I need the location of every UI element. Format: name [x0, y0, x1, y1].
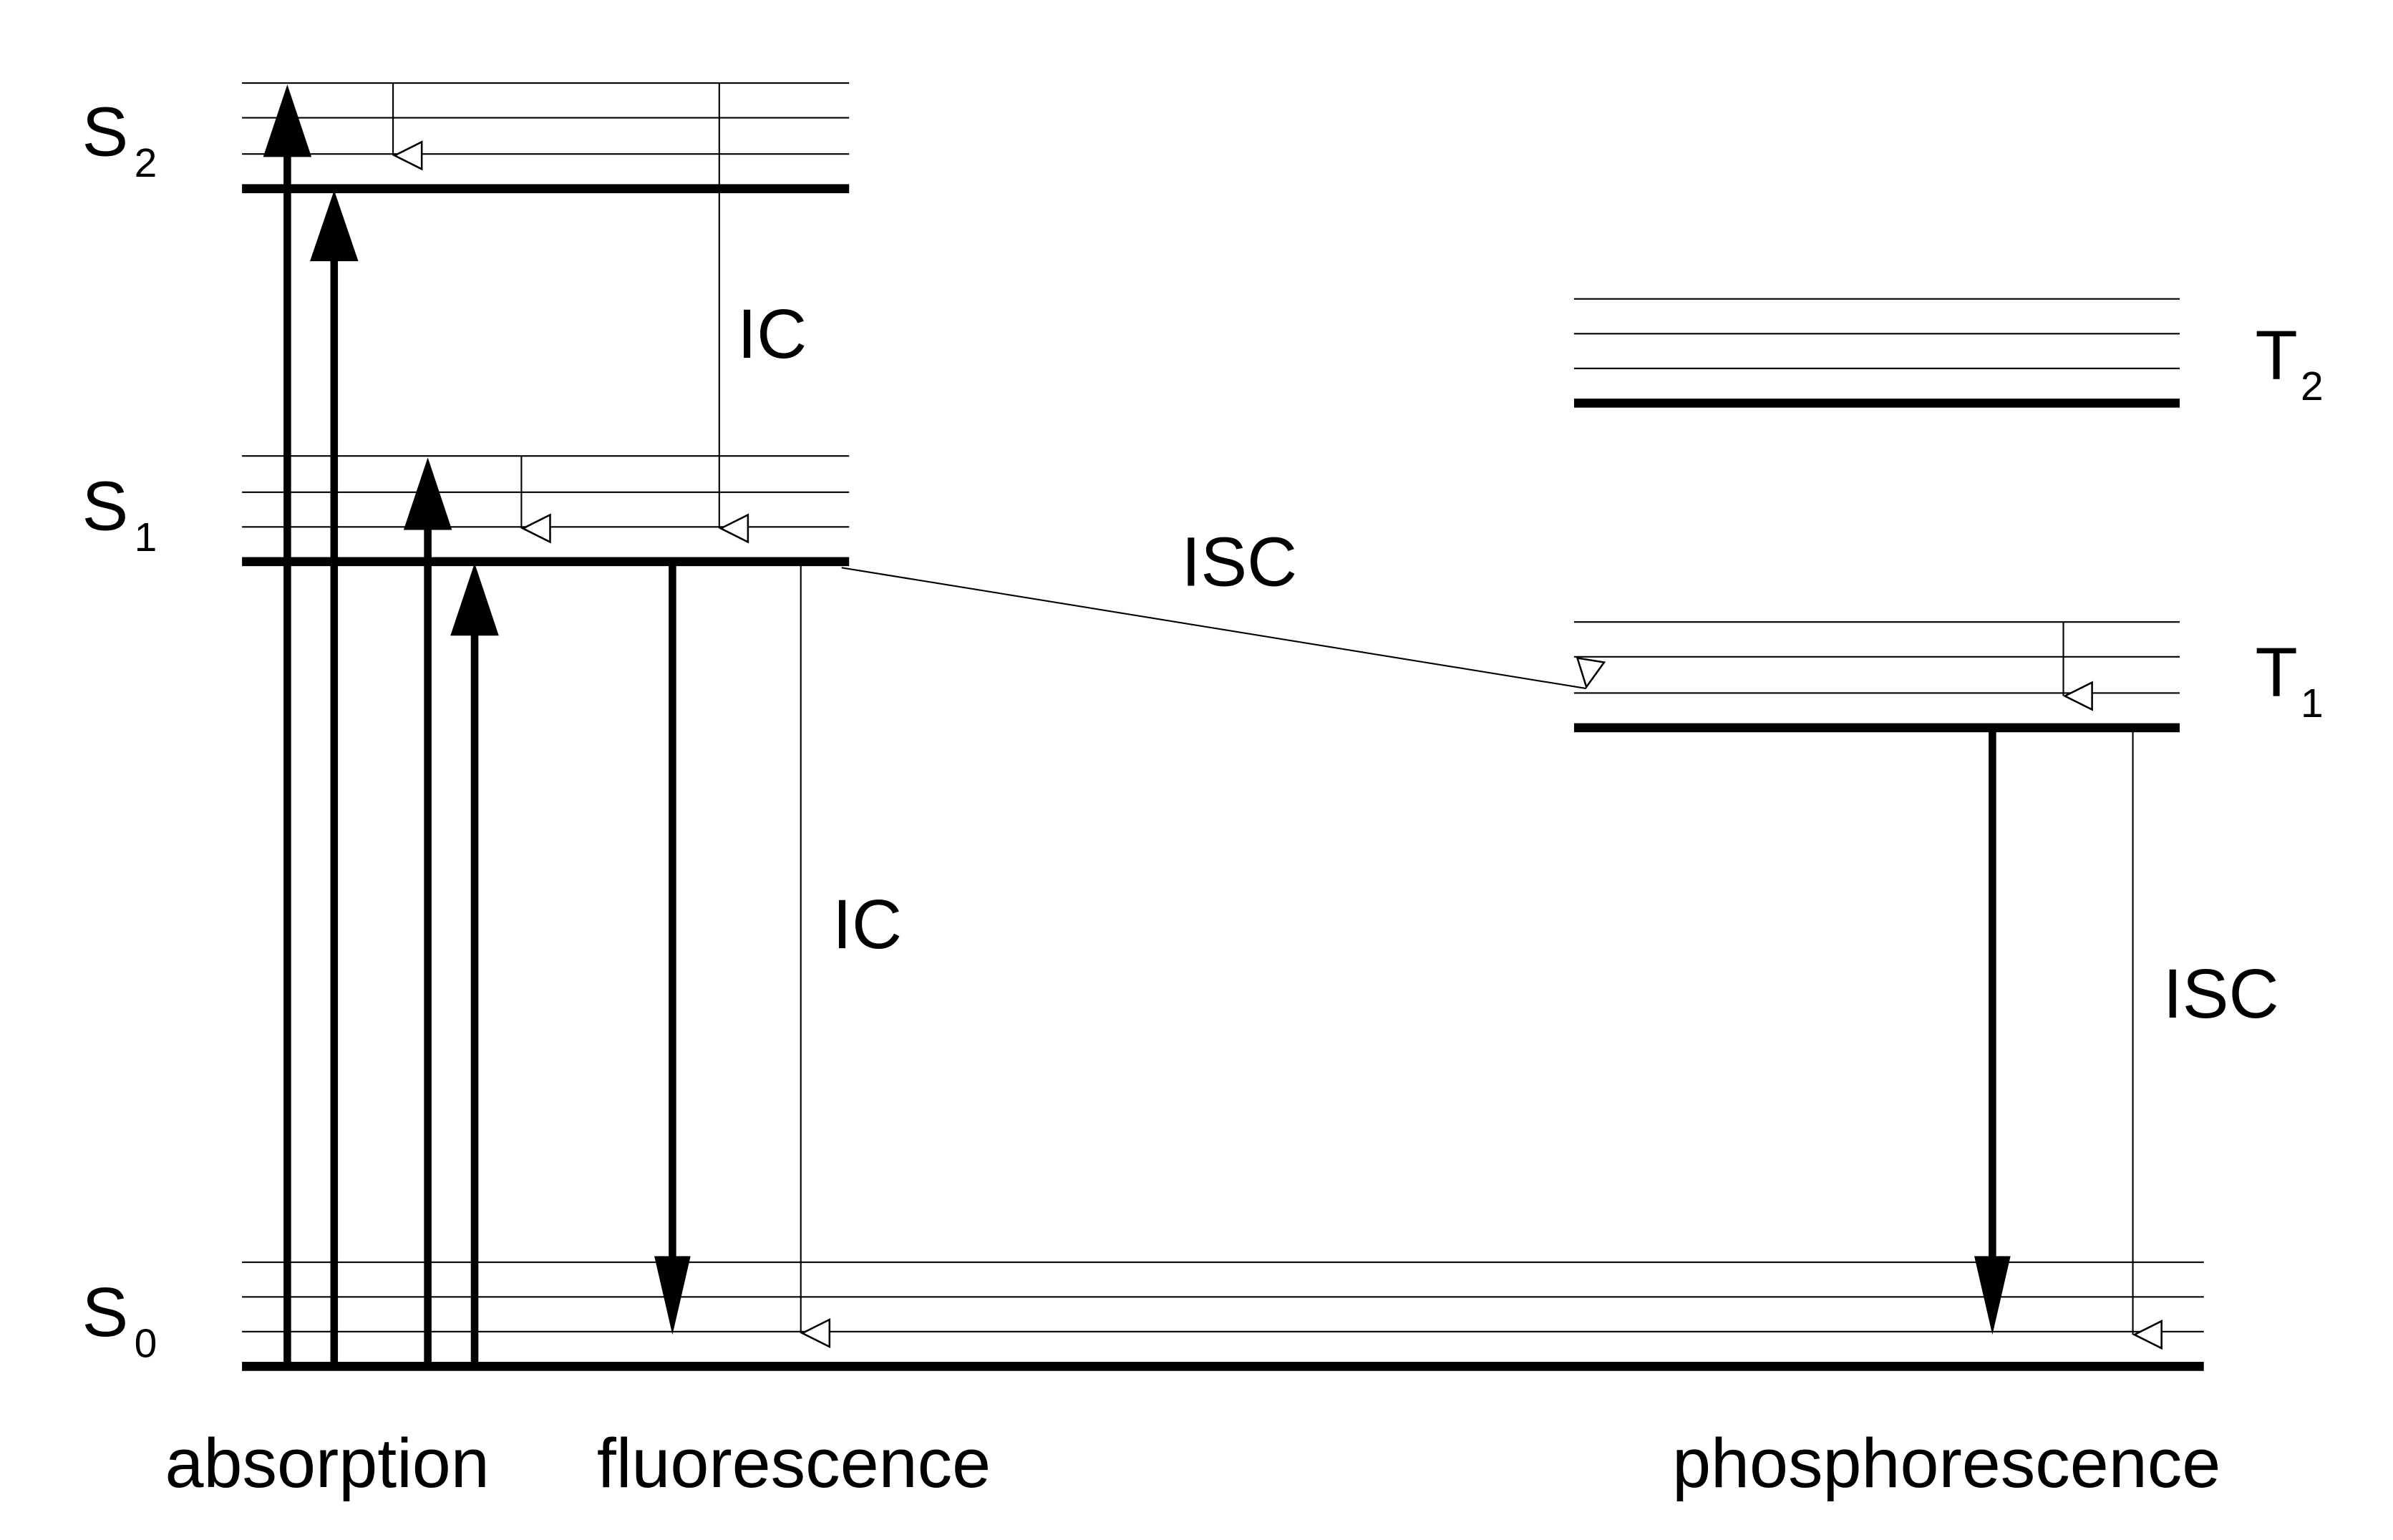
ic-upper-label: IC	[737, 295, 807, 373]
fluorescence-arrow	[654, 561, 691, 1335]
t2-label-sub: 2	[2301, 364, 2324, 409]
absorption-arrow-head	[310, 190, 359, 261]
absorption-arrow-head	[263, 84, 312, 157]
t1-label-main: T	[2255, 633, 2297, 711]
t2-level-group	[1573, 298, 2180, 408]
fluorescence-label: fluorescence	[597, 1424, 991, 1502]
s2-level-group	[242, 82, 850, 194]
absorption-arrows	[263, 84, 499, 1367]
isc-s1-to-t1-arrow	[841, 567, 1586, 690]
s1-label-main: S	[82, 467, 128, 545]
phosphorescence-arrow-head	[1974, 1256, 2011, 1335]
s0-level-group	[242, 1261, 2204, 1371]
ic-lower-label: IC	[833, 885, 902, 963]
s1-label-sub: 1	[135, 515, 157, 560]
t1-label-sub: 1	[2301, 681, 2324, 726]
s0-label-main: S	[82, 1273, 128, 1351]
phosphorescence-label: phosphorescence	[1672, 1424, 2220, 1502]
relaxation-arrows	[392, 83, 2132, 1335]
absorption-arrow-head	[403, 457, 452, 530]
t1-level-group	[1573, 621, 2180, 733]
s0-label-sub: 0	[135, 1321, 157, 1367]
s2-label-sub: 2	[135, 140, 157, 186]
isc-right-label: ISC	[2163, 955, 2279, 1033]
absorption-label: absorption	[165, 1424, 490, 1502]
fluorescence-arrow-head	[654, 1256, 691, 1335]
s2-label-main: S	[82, 92, 128, 170]
phosphorescence-arrow	[1974, 727, 2011, 1335]
t2-label-main: T	[2255, 316, 2297, 394]
isc-cross-label: ISC	[1181, 523, 1297, 601]
absorption-arrow-head	[450, 562, 499, 636]
